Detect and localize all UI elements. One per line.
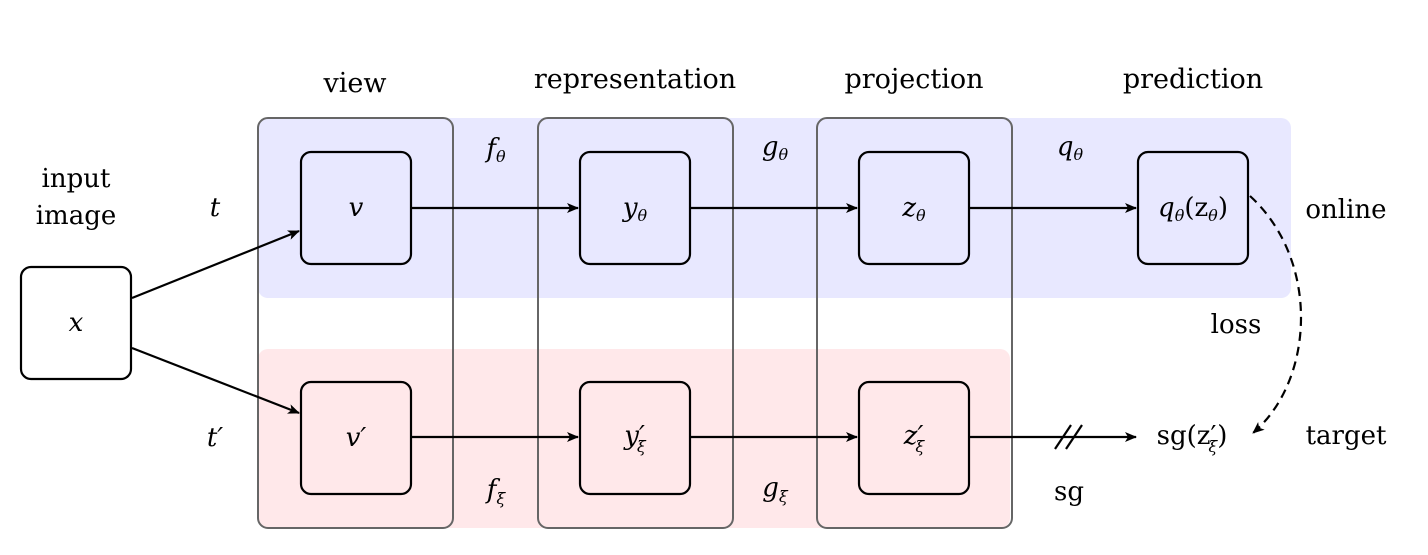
online-branch-label: online <box>1305 195 1386 225</box>
stop-gradient-label: sg <box>1054 477 1084 507</box>
sg-target-label: sg(z′ξ) <box>1157 421 1228 456</box>
input-label-line1: input <box>42 164 111 194</box>
node-v-prime-box <box>299 380 413 496</box>
node-v-label: v <box>349 193 364 223</box>
target-branch-label: target <box>1306 421 1387 451</box>
node-y-box <box>578 150 692 266</box>
node-v-box <box>299 150 413 266</box>
stop-gradient-slash-2 <box>1065 424 1083 450</box>
transform-t-label: t <box>210 193 221 223</box>
node-y-prime-label: y′ξ <box>623 421 647 456</box>
node-z-prime-label: z′ξ <box>903 421 926 456</box>
node-q-label: qθ(zθ) <box>1158 193 1228 225</box>
node-x-box <box>19 265 133 381</box>
node-q-box <box>1136 150 1250 266</box>
transform-t-prime-label: t′ <box>207 423 223 453</box>
column-header-projection: projection <box>844 64 983 95</box>
node-y-label: yθ <box>622 193 648 225</box>
column-header-view: view <box>323 68 387 99</box>
projection-column-frame <box>816 117 1013 529</box>
arrow-x-to-v <box>131 229 300 300</box>
node-z-label: zθ <box>901 193 926 225</box>
loss-label: loss <box>1211 310 1262 340</box>
function-g-theta-label: gθ <box>762 132 789 164</box>
column-header-prediction: prediction <box>1123 64 1263 95</box>
node-v-prime-label: v′ <box>346 423 367 453</box>
representation-column-frame <box>537 117 734 529</box>
stop-gradient-slash-1 <box>1054 424 1072 450</box>
column-header-representation: representation <box>534 64 736 95</box>
view-column-frame <box>257 117 454 529</box>
arrow-x-to-v-prime <box>131 346 300 415</box>
function-q-theta-label: qθ <box>1057 132 1084 164</box>
node-y-prime-box <box>578 380 692 496</box>
function-g-xi-label: gξ <box>762 473 789 506</box>
loss-arrow <box>1249 195 1303 434</box>
node-z-prime-box <box>857 380 971 496</box>
node-z-box <box>857 150 971 266</box>
input-label-line2: image <box>36 201 117 231</box>
node-x-label: x <box>69 308 84 338</box>
